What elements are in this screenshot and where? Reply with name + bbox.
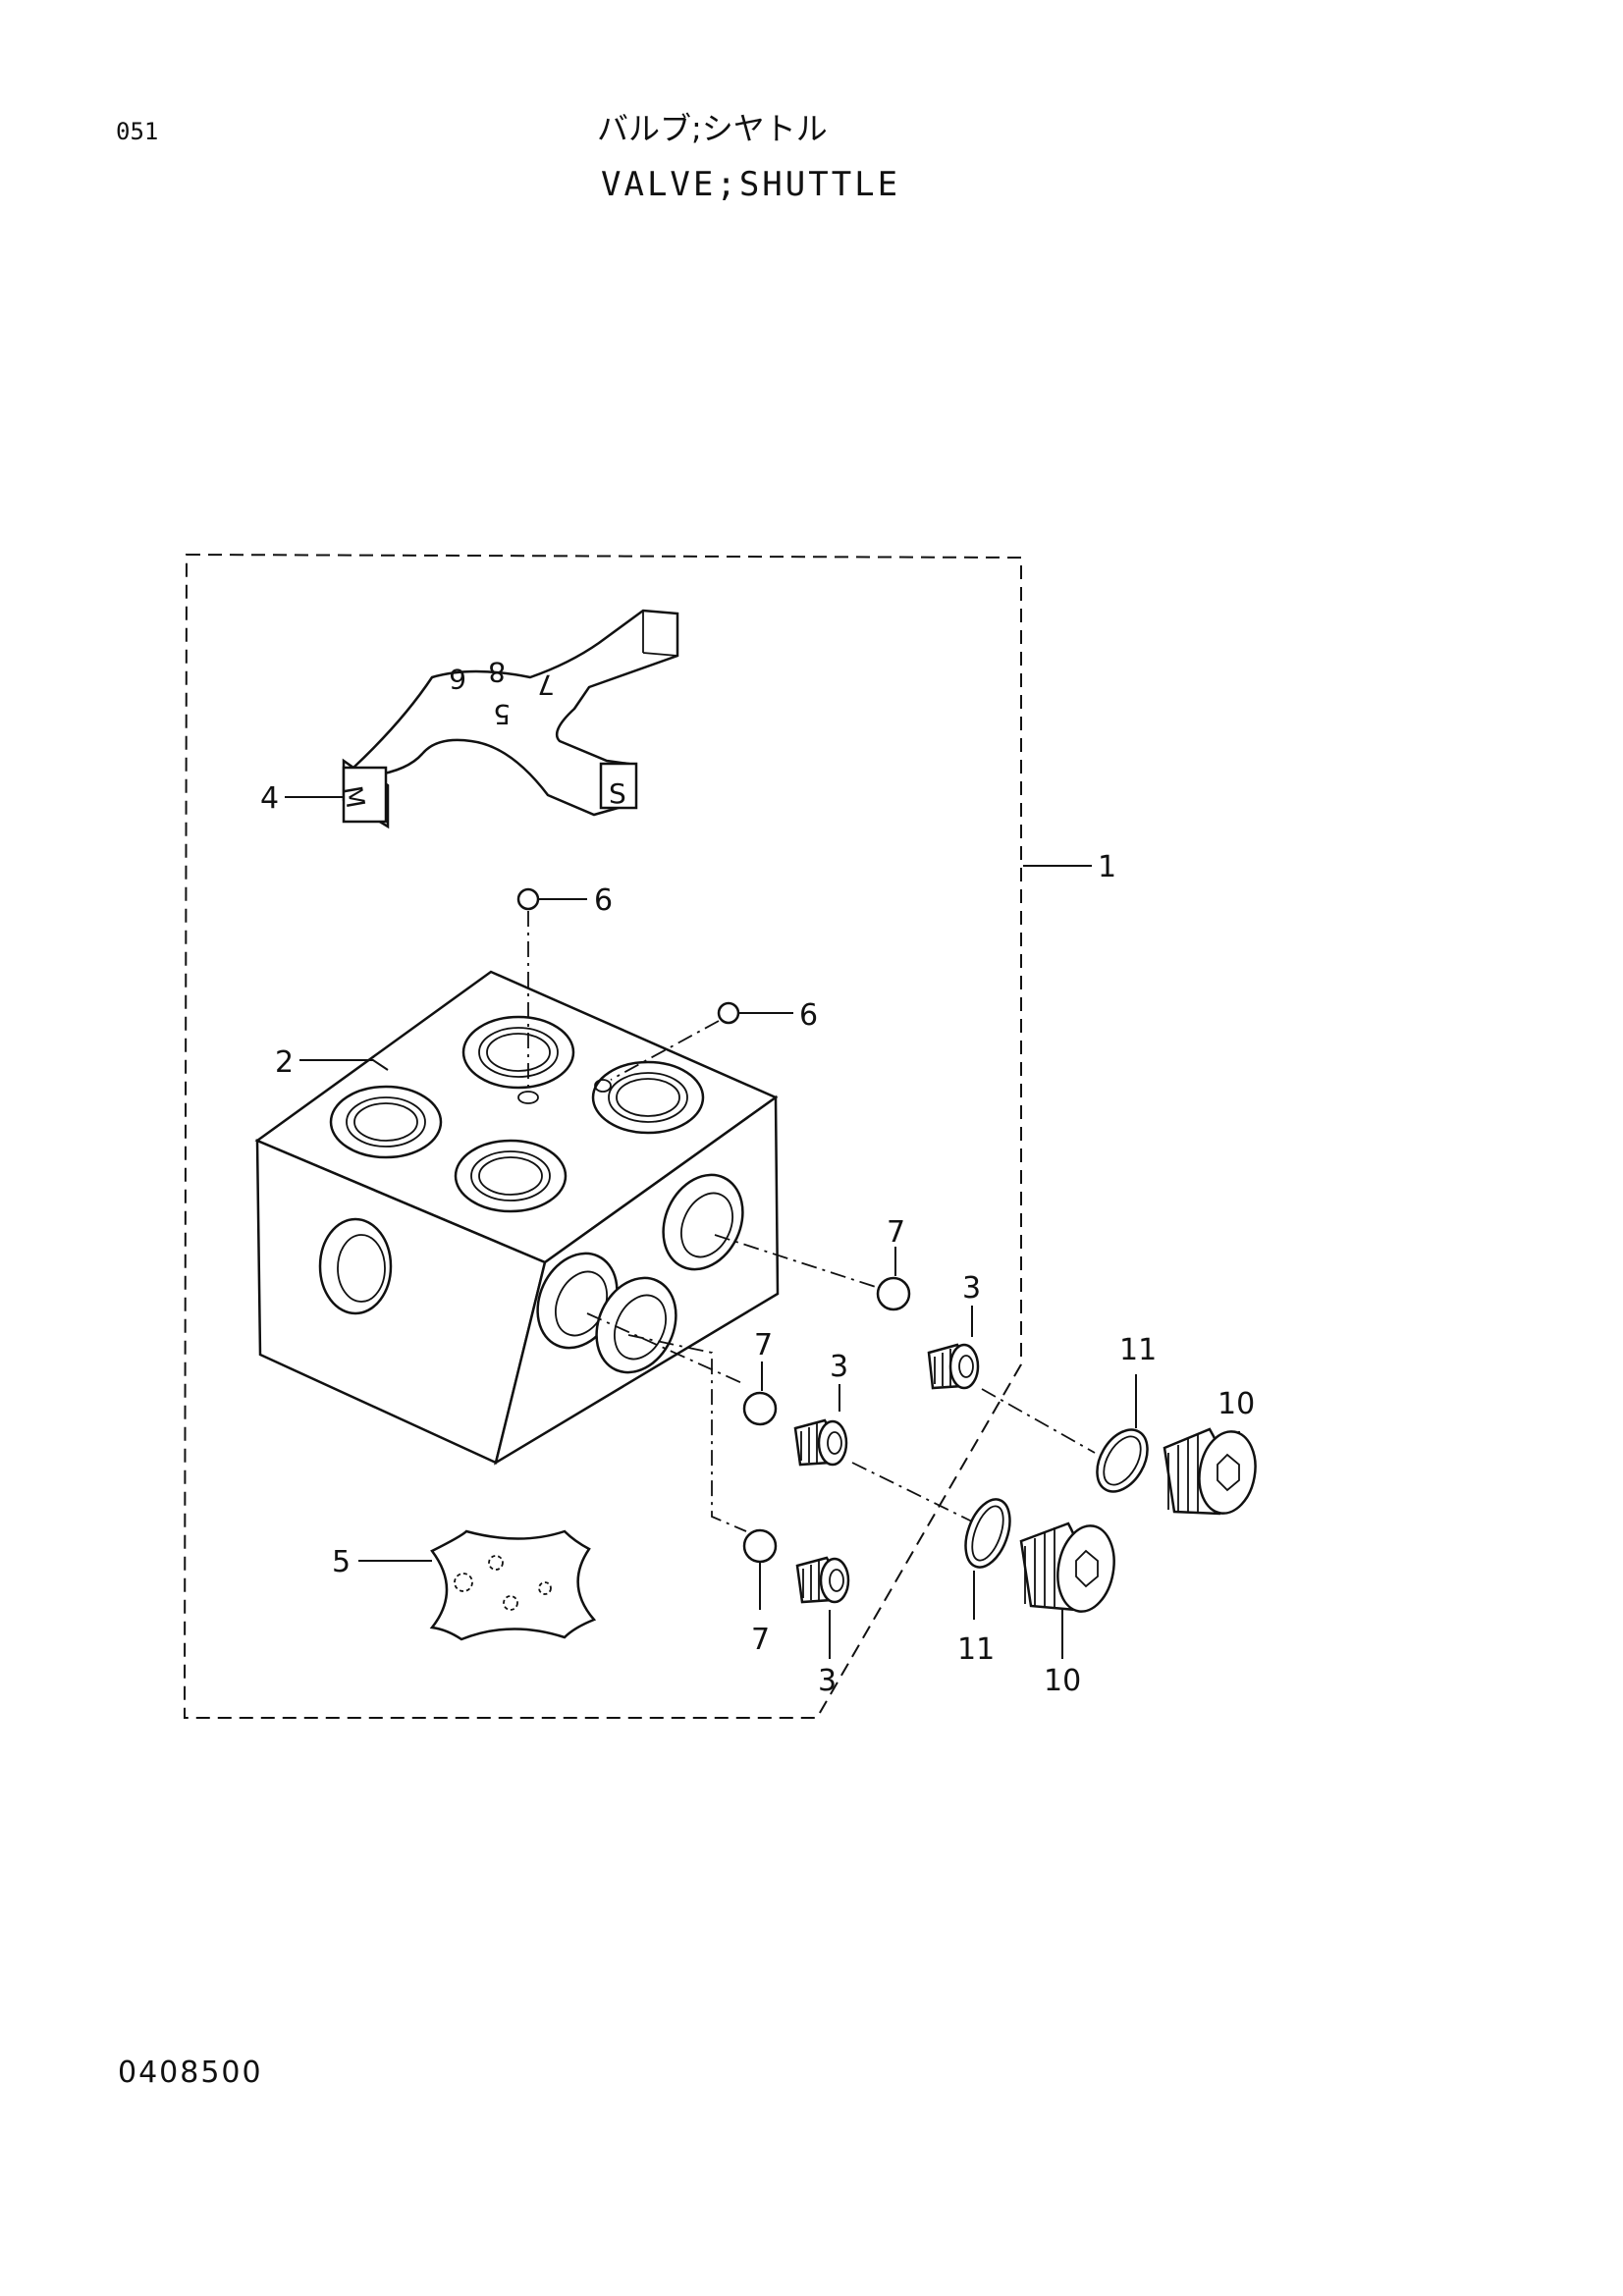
callout-ball-c: 7 <box>751 1623 770 1657</box>
oring-a <box>1096 1428 1149 1493</box>
valve-body <box>254 970 780 1466</box>
marking-plate-top: M S 6 8 7 5 <box>337 609 679 829</box>
top-port-2 <box>329 1085 443 1159</box>
ball-a <box>876 1276 911 1311</box>
top-port-4 <box>454 1139 568 1213</box>
assembly-boundary <box>183 553 1022 1719</box>
ball-side <box>717 1001 740 1025</box>
callout-oring-a: 11 <box>1119 1333 1157 1367</box>
callout-plug-a: 3 <box>962 1271 981 1306</box>
callout-oring-b: 11 <box>957 1632 995 1667</box>
callout-assembly: 1 <box>1098 850 1116 884</box>
plate-mark-8: 8 <box>488 656 506 688</box>
callout-ball-a: 7 <box>887 1215 905 1250</box>
plate-mark-5: 5 <box>493 698 511 730</box>
callout-body: 2 <box>275 1045 294 1080</box>
marking-plate-bottom <box>429 1529 597 1641</box>
page-number: 051 <box>116 118 159 145</box>
right-face-port-3 <box>595 1276 677 1374</box>
callout-ball-top: 6 <box>594 883 613 918</box>
callout-plug-b: 3 <box>830 1350 848 1384</box>
document-code: 0408500 <box>118 2056 263 2090</box>
oring-b <box>964 1498 1011 1569</box>
callout-ball-b: 7 <box>754 1328 773 1362</box>
callout-plate-bottom: 5 <box>332 1545 351 1579</box>
plug-small-c <box>795 1556 850 1604</box>
top-small-hole <box>517 1091 539 1104</box>
plug-large-a <box>1163 1427 1257 1516</box>
ball-c <box>742 1528 778 1564</box>
callout-ball-side: 6 <box>799 998 818 1033</box>
top-port-3 <box>591 1060 705 1135</box>
plug-small-b <box>793 1418 848 1467</box>
callout-plug-c: 3 <box>818 1664 837 1698</box>
callout-plug-large-b: 10 <box>1044 1664 1081 1698</box>
top-small-hole-2 <box>594 1079 612 1093</box>
title-japanese: バルブ;シヤトル <box>597 110 828 147</box>
plate-mark-7: 7 <box>537 668 555 701</box>
plug-small-a <box>927 1343 980 1390</box>
plug-large-b <box>1019 1522 1115 1613</box>
plate-mark-6: 6 <box>449 663 466 695</box>
ball-top <box>516 887 540 911</box>
top-port-1 <box>461 1015 575 1090</box>
title-english: VALVE;SHUTTLE <box>601 165 901 204</box>
plate-mark-s: S <box>609 777 626 810</box>
right-face-port-1 <box>662 1173 744 1271</box>
ball-b <box>742 1391 778 1426</box>
callout-plate-top: 4 <box>260 781 279 816</box>
leader-body <box>299 1059 389 1071</box>
callout-plug-large-a: 10 <box>1217 1387 1255 1421</box>
left-face-port <box>318 1217 393 1315</box>
